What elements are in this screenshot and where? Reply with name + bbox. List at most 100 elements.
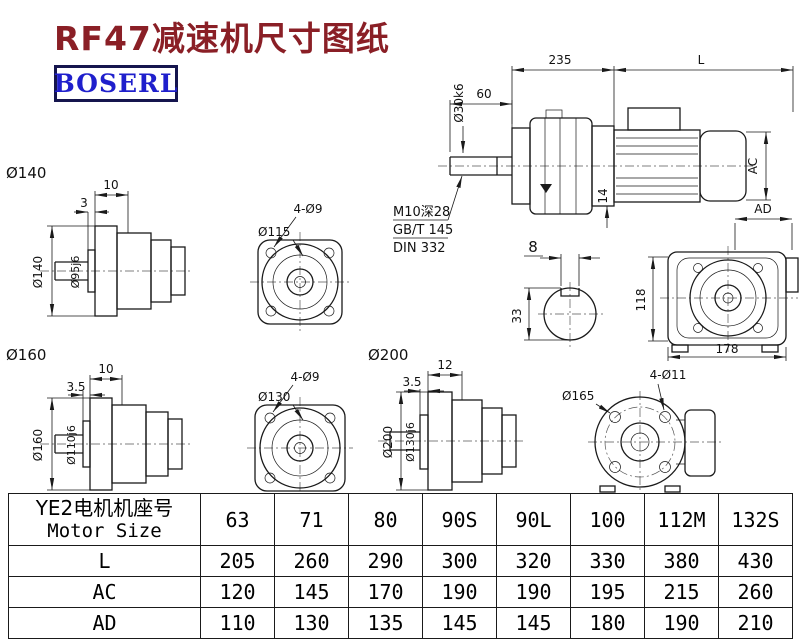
table-cell: 100: [570, 493, 645, 546]
dim-3-5b: 3.5: [402, 375, 421, 389]
dim-235: 235: [549, 53, 572, 67]
table-cell: 380: [644, 545, 719, 577]
motor-size-label-en: Motor Size: [47, 520, 162, 543]
dim-pilot95: Ø95j6: [69, 256, 82, 289]
dim-115: Ø115: [258, 225, 290, 239]
table-cell: 215: [644, 576, 719, 608]
table-cell: 90S: [422, 493, 497, 546]
row-label: AD: [8, 607, 201, 639]
technical-drawing: 235 L 60 Ø30k6 14 AC M10深28 GB/T 145 DIN…: [6, 53, 799, 493]
motor-size-label-cn: YE2电机机座号: [35, 496, 174, 521]
table-cell: 71: [274, 493, 349, 546]
boserl-logo: BOSERL: [54, 65, 178, 102]
shaft-end-view: 8 33: [510, 238, 604, 348]
dim-60: 60: [476, 87, 491, 101]
rear-view: AD 118 178: [634, 202, 799, 361]
dim-165: Ø165: [562, 389, 594, 403]
table-cell: 320: [496, 545, 571, 577]
dim-118: 118: [634, 289, 648, 312]
body-behind-flange: [684, 409, 716, 477]
dim-AD: AD: [754, 202, 771, 216]
table-cell: 90L: [496, 493, 571, 546]
table-cell: 135: [348, 607, 423, 639]
holes-115: 4-Ø9: [293, 202, 322, 216]
keyway: [560, 288, 580, 297]
dim-flange140-dia: Ø140: [31, 256, 45, 288]
table-cell: 260: [718, 576, 793, 608]
dim-3: 3: [80, 196, 88, 210]
dim-pilot110: Ø110j6: [65, 425, 78, 465]
table-cell: 210: [718, 607, 793, 639]
dim-12: 12: [437, 358, 452, 372]
oil-symbol: [540, 184, 552, 193]
holes-165: 4-Ø11: [650, 368, 687, 382]
standard-gb: GB/T 145: [393, 223, 453, 238]
dim-10: 10: [103, 178, 118, 192]
table-cell: 190: [644, 607, 719, 639]
table-cell: 112M: [644, 493, 719, 546]
dim-flange200-dia: Ø200: [381, 426, 395, 458]
dim-key-width: 8: [528, 238, 538, 256]
main-assembly-view: 235 L 60 Ø30k6 14 AC: [438, 53, 794, 228]
fan-cover: [699, 130, 747, 202]
eye-bolt: [545, 109, 563, 119]
rear-body: [667, 251, 787, 346]
table-cell: 260: [274, 545, 349, 577]
dim-flange160-dia: Ø160: [31, 429, 45, 461]
table-cell: 145: [274, 576, 349, 608]
standard-din: DIN 332: [393, 241, 446, 256]
dimension-table: YE2电机机座号 Motor Size 63 71 80 90S 90L 100…: [8, 493, 793, 639]
dim-130: Ø130: [258, 390, 290, 404]
round-flange165-view: 4-Ø11 Ø165: [562, 368, 724, 493]
motor-size-row: YE2电机机座号 Motor Size 63 71 80 90S 90L 100…: [8, 493, 793, 546]
thread-note: M10深28 GB/T 145 DIN 332: [393, 175, 463, 256]
holes-130: 4-Ø9: [290, 370, 319, 384]
dim-10b: 10: [98, 362, 113, 376]
table-cell: 180: [570, 607, 645, 639]
table-cell: 120: [200, 576, 275, 608]
page-title: RF47减速机尺寸图纸: [54, 19, 390, 58]
row-label: AC: [8, 576, 201, 608]
dim-14: 14: [596, 188, 610, 203]
dim-3-5: 3.5: [66, 380, 85, 394]
flange140-side-view: Ø140 10 3 Ø140 Ø95j6: [6, 164, 192, 317]
output-shaft: [449, 156, 512, 176]
dim-row-AC: AC 120 145 170 190 190 195 215 260: [8, 576, 793, 608]
flange130-front-view: 4-Ø9 Ø130: [247, 370, 353, 493]
table-cell: 190: [422, 576, 497, 608]
dim-AC: AC: [746, 158, 760, 174]
flange140-label: Ø140: [6, 164, 46, 182]
table-cell: 330: [570, 545, 645, 577]
dim-shaft-dia: Ø30k6: [452, 83, 466, 122]
table-cell: 430: [718, 545, 793, 577]
dim-pilot130: Ø130j6: [404, 422, 417, 462]
table-cell: 132S: [718, 493, 793, 546]
table-cell: 145: [422, 607, 497, 639]
table-cell: 290: [348, 545, 423, 577]
dim-key-height: 33: [510, 308, 524, 323]
table-cell: 145: [496, 607, 571, 639]
table-cell: 110: [200, 607, 275, 639]
table-cell: 130: [274, 607, 349, 639]
dim-178: 178: [716, 342, 739, 356]
table-cell: 190: [496, 576, 571, 608]
dim-row-AD: AD 110 130 135 145 145 180 190 210: [8, 607, 793, 639]
table-cell: 195: [570, 576, 645, 608]
table-cell: 205: [200, 545, 275, 577]
logo-text: BOSERL: [53, 69, 179, 98]
table-cell: 170: [348, 576, 423, 608]
flange115-front-view: 4-Ø9 Ø115: [250, 202, 350, 332]
rear-terminal-box: [785, 257, 799, 293]
flange200-side-view: Ø200 12 3.5 Ø200 Ø130j6: [368, 346, 524, 491]
dim-L: L: [698, 53, 705, 67]
table-cell: 300: [422, 545, 497, 577]
terminal-box: [627, 107, 681, 131]
row-label: L: [8, 545, 201, 577]
flange160-side-view: Ø160 10 3.5 Ø160 Ø110j6: [6, 346, 192, 491]
thread-spec: M10深28: [393, 205, 450, 220]
flange160-label: Ø160: [6, 346, 46, 364]
table-cell: 63: [200, 493, 275, 546]
flange200-label: Ø200: [368, 346, 408, 364]
dim-row-L: L 205 260 290 300 320 330 380 430: [8, 545, 793, 577]
